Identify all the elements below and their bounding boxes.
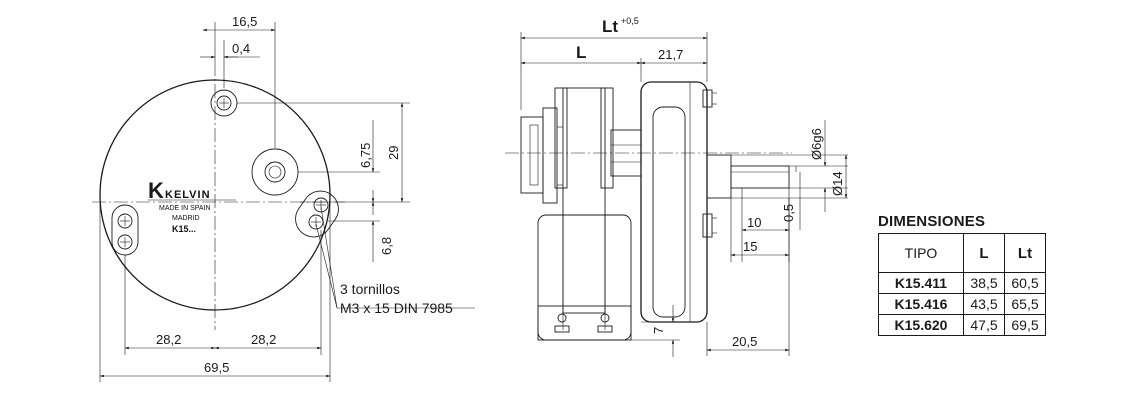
dim-10: 10 (747, 215, 761, 230)
cell-lt: 60,5 (1004, 272, 1046, 294)
dimensions-title: DIMENSIONES (878, 213, 986, 230)
dim-0-4: 0,4 (232, 41, 250, 56)
dim-69-5: 69,5 (204, 360, 229, 375)
dim-6-8: 6,8 (379, 237, 394, 255)
dim-21-7: 21,7 (658, 47, 683, 62)
screws-callout-line1: 3 tornillos (340, 281, 400, 297)
right-slot-screws-icon (295, 190, 339, 238)
brand-logo: K KELVIN (148, 178, 236, 203)
made-in-label: MADE IN SPAIN (159, 205, 211, 212)
model-label: K15... (172, 224, 196, 234)
cell-lt: 65,5 (1004, 293, 1046, 315)
header-l: L (963, 233, 1005, 273)
dim-0-5: 0,5 (781, 204, 796, 222)
dimensions-table-panel: DIMENSIONES TIPO L Lt K15.411 38,5 60,5 … (878, 213, 1046, 336)
table-row: K15.411 38,5 60,5 (878, 272, 1046, 294)
cell-model: K15.620 (878, 314, 964, 336)
cell-model: K15.416 (878, 293, 964, 315)
dim-16-5: 16,5 (232, 14, 257, 29)
dimensions-table: TIPO L Lt K15.411 38,5 60,5 K15.416 43,5… (878, 233, 1046, 336)
svg-text:K: K (148, 178, 164, 203)
terminal-block (537, 305, 632, 341)
table-header-row: TIPO L Lt (878, 233, 1046, 273)
side-view: Lt +0,5 L 21,7 Ø6g6 Ø14 0,5 10 15 (505, 16, 848, 357)
cell-l: 47,5 (963, 314, 1005, 336)
dim-20-5: 20,5 (732, 334, 757, 349)
dim-lt-tolerance: +0,5 (621, 16, 639, 26)
dim-hub-diameter: Ø14 (830, 171, 845, 196)
svg-text:KELVIN: KELVIN (165, 189, 211, 201)
cell-l: 43,5 (963, 293, 1005, 315)
dim-lt: Lt (602, 17, 618, 36)
front-view: K KELVIN MADE IN SPAIN MADRID K15... 16,… (92, 14, 475, 382)
header-lt: Lt (1004, 233, 1046, 273)
dim-28-2-right: 28,2 (251, 332, 276, 347)
dim-29: 29 (386, 146, 401, 160)
flange-plate (640, 81, 708, 323)
cell-l: 38,5 (963, 272, 1005, 294)
dim-28-2-left: 28,2 (156, 332, 181, 347)
dim-l: L (576, 43, 586, 62)
output-shaft (730, 165, 790, 189)
dim-6-75: 6,75 (358, 143, 373, 168)
shaft-boss (251, 148, 299, 196)
dim-7: 7 (651, 327, 666, 334)
table-row: K15.620 47,5 69,5 (878, 314, 1046, 336)
stator-stack (562, 87, 606, 314)
dim-15: 15 (743, 239, 757, 254)
header-tipo: TIPO (878, 233, 964, 273)
cell-model: K15.411 (878, 272, 964, 294)
city-label: MADRID (172, 215, 200, 222)
cell-lt: 69,5 (1004, 314, 1046, 336)
left-slot-screws-icon (111, 204, 139, 256)
dim-shaft-diameter: Ø6g6 (809, 128, 824, 160)
table-row: K15.416 43,5 65,5 (878, 293, 1046, 315)
screws-callout-line2: M3 x 15 DIN 7985 (340, 300, 453, 316)
